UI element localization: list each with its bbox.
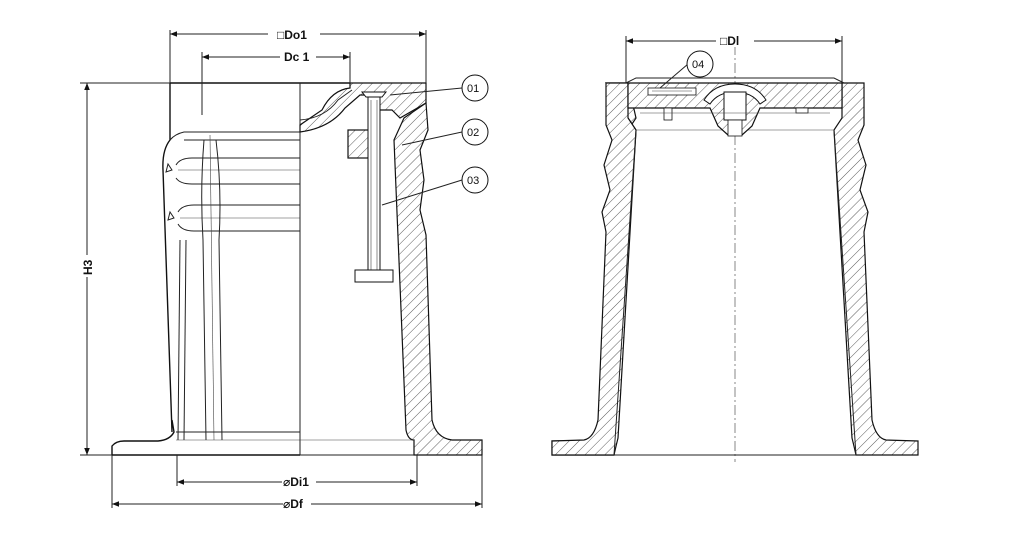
dim-dl [625, 34, 843, 83]
right-wall-section [833, 82, 919, 456]
callout-04-label: 04 [692, 59, 704, 71]
callout-04 [659, 50, 714, 89]
dim-dc1 [201, 50, 351, 115]
dim-di1-label: ⌀Di1 [283, 475, 309, 489]
callout-01-label: 01 [467, 83, 479, 95]
dim-do1-label: □Do1 [277, 28, 307, 42]
dim-dl-label: □Dl [720, 34, 739, 48]
dim-do1 [169, 28, 427, 83]
dim-h3 [80, 82, 170, 456]
dim-dc1-label: Dc 1 [284, 50, 310, 64]
callout-02-label: 02 [467, 127, 479, 139]
dim-df [111, 455, 483, 510]
rib-lines [165, 134, 300, 441]
callout-02 [401, 118, 489, 146]
callout-01 [389, 74, 489, 102]
dim-h3-label: H3 [81, 259, 95, 275]
callout-03 [381, 166, 489, 206]
dim-df-label: ⌀Df [283, 497, 304, 511]
callout-03-label: 03 [467, 175, 479, 187]
left-section [299, 82, 483, 456]
left-view: □Do1 Dc 1 H3 ⌀Di1 [80, 28, 489, 511]
dim-di1 [176, 455, 418, 488]
right-view: □Dl 04 [551, 34, 919, 462]
